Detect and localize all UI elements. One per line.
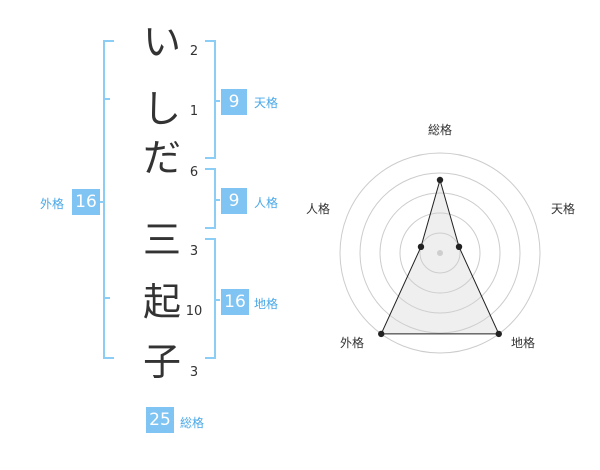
- radar-grid-ring: [399, 212, 481, 294]
- tenkaku-label: 天格: [254, 96, 279, 110]
- radar-area: [380, 178, 500, 335]
- name-char-2: し: [142, 87, 181, 131]
- chikaku-bracket: [205, 238, 220, 359]
- stroke-count-4: 3: [189, 244, 199, 259]
- soukaku-value-box: 25: [146, 407, 174, 433]
- radar-axis-label-tenkaku: 天格: [550, 202, 575, 216]
- soukaku-label: 総格: [180, 416, 205, 430]
- name-char-1: い: [142, 20, 181, 64]
- chikaku-value-box: 16: [221, 289, 249, 315]
- radar-point-2: [455, 243, 463, 251]
- tenkaku-value-box: 9: [221, 89, 247, 115]
- gaikaku-label: 外格: [40, 197, 65, 211]
- radar-grid-ring: [419, 232, 461, 274]
- radar-grid-ring: [379, 192, 501, 314]
- radar-axis-label-chikaku: 地格: [510, 336, 535, 350]
- radar-axis-label-jinkaku: 人格: [305, 202, 330, 216]
- chikaku-label: 地格: [254, 297, 279, 311]
- radar-axis-label-soukaku: 総格: [427, 123, 452, 137]
- radar-grid-ring: [359, 172, 521, 334]
- stroke-count-2: 1: [189, 104, 199, 119]
- radar-point-3: [495, 330, 502, 338]
- name-char-3: だ: [142, 136, 181, 180]
- radar-grid-ring: [339, 152, 541, 354]
- stroke-count-6: 3: [189, 365, 199, 380]
- radar-axis-label-gaikaku: 外格: [339, 336, 364, 350]
- stroke-count-5: 10: [185, 304, 203, 319]
- radar-point-1: [436, 176, 444, 184]
- tenkaku-bracket: [205, 40, 220, 159]
- jinkaku-label: 人格: [254, 196, 279, 210]
- name-char-6: 子: [142, 340, 181, 384]
- jinkaku-value-box: 9: [221, 188, 247, 214]
- radar-point-5: [417, 243, 425, 251]
- stroke-count-3: 6: [189, 165, 199, 180]
- gaikaku-value-box: 16: [72, 189, 100, 215]
- radar-center-dot: [437, 250, 443, 256]
- jinkaku-bracket: [205, 168, 220, 229]
- gaikaku-bracket: [100, 40, 114, 359]
- name-char-4: 三: [142, 218, 181, 262]
- radar-point-4: [378, 330, 385, 338]
- stroke-count-1: 2: [189, 44, 199, 59]
- name-char-5: 起: [142, 280, 181, 324]
